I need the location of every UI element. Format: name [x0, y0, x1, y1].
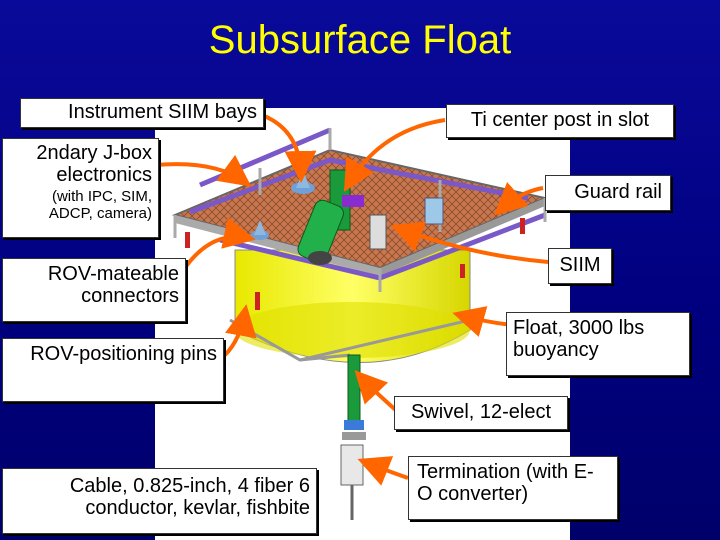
label-text: ROV-positioning pins — [30, 343, 217, 365]
label-ti-center-post: Ti center post in slot — [446, 104, 674, 138]
label-jbox-electronics: 2ndary J-box electronics (with IPC, SIM,… — [2, 138, 159, 238]
label-rov-mateable-connectors: ROV-mateable connectors — [2, 258, 186, 322]
label-swivel: Swivel, 12-elect — [394, 396, 568, 430]
label-text: Float, 3000 lbs buoyancy — [513, 317, 645, 362]
label-text: Swivel, 12-elect — [410, 401, 552, 423]
label-text: Guard rail — [574, 181, 662, 203]
label-rov-positioning-pins: ROV-positioning pins — [2, 338, 224, 402]
label-text: Instrument SIIM bays — [68, 101, 257, 123]
label-subtext: (with IPC, SIM, ADCP, camera) — [48, 187, 152, 222]
label-termination: Termination (with E-O converter) — [408, 456, 618, 520]
termination — [340, 444, 364, 520]
label-text: Ti center post in slot — [470, 109, 650, 131]
swivel-assembly — [342, 354, 366, 440]
label-text: Termination (with E-O converter) — [417, 461, 594, 506]
label-siim: SIIM — [548, 248, 612, 284]
label-text: SIIM — [559, 254, 601, 276]
label-cable: Cable, 0.825-inch, 4 fiber 6 conductor, … — [2, 468, 317, 534]
label-instrument-siim-bays: Instrument SIIM bays — [20, 98, 264, 128]
red-pins — [185, 218, 525, 310]
label-float-buoyancy: Float, 3000 lbs buoyancy — [506, 312, 690, 376]
label-text: ROV-mateable connectors — [47, 263, 179, 308]
slide-title: Subsurface Float — [208, 18, 512, 62]
label-guard-rail: Guard rail — [545, 175, 671, 211]
label-text: 2ndary J-box electronics — [36, 142, 152, 187]
float-body — [234, 249, 471, 363]
label-text: Cable, 0.825-inch, 4 fiber 6 conductor, … — [69, 475, 310, 520]
